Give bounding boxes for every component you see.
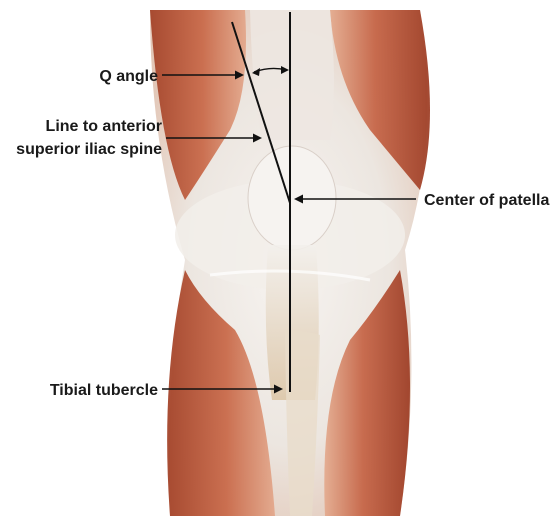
patella <box>248 146 336 250</box>
label-q-angle: Q angle <box>99 68 158 85</box>
label-center-patella: Center of patella <box>424 192 549 209</box>
label-asis-line-1: Line to anterior <box>46 118 162 135</box>
label-tibial-tubercle: Tibial tubercle <box>50 382 158 399</box>
label-asis-line-2: superior iliac spine <box>16 141 162 158</box>
